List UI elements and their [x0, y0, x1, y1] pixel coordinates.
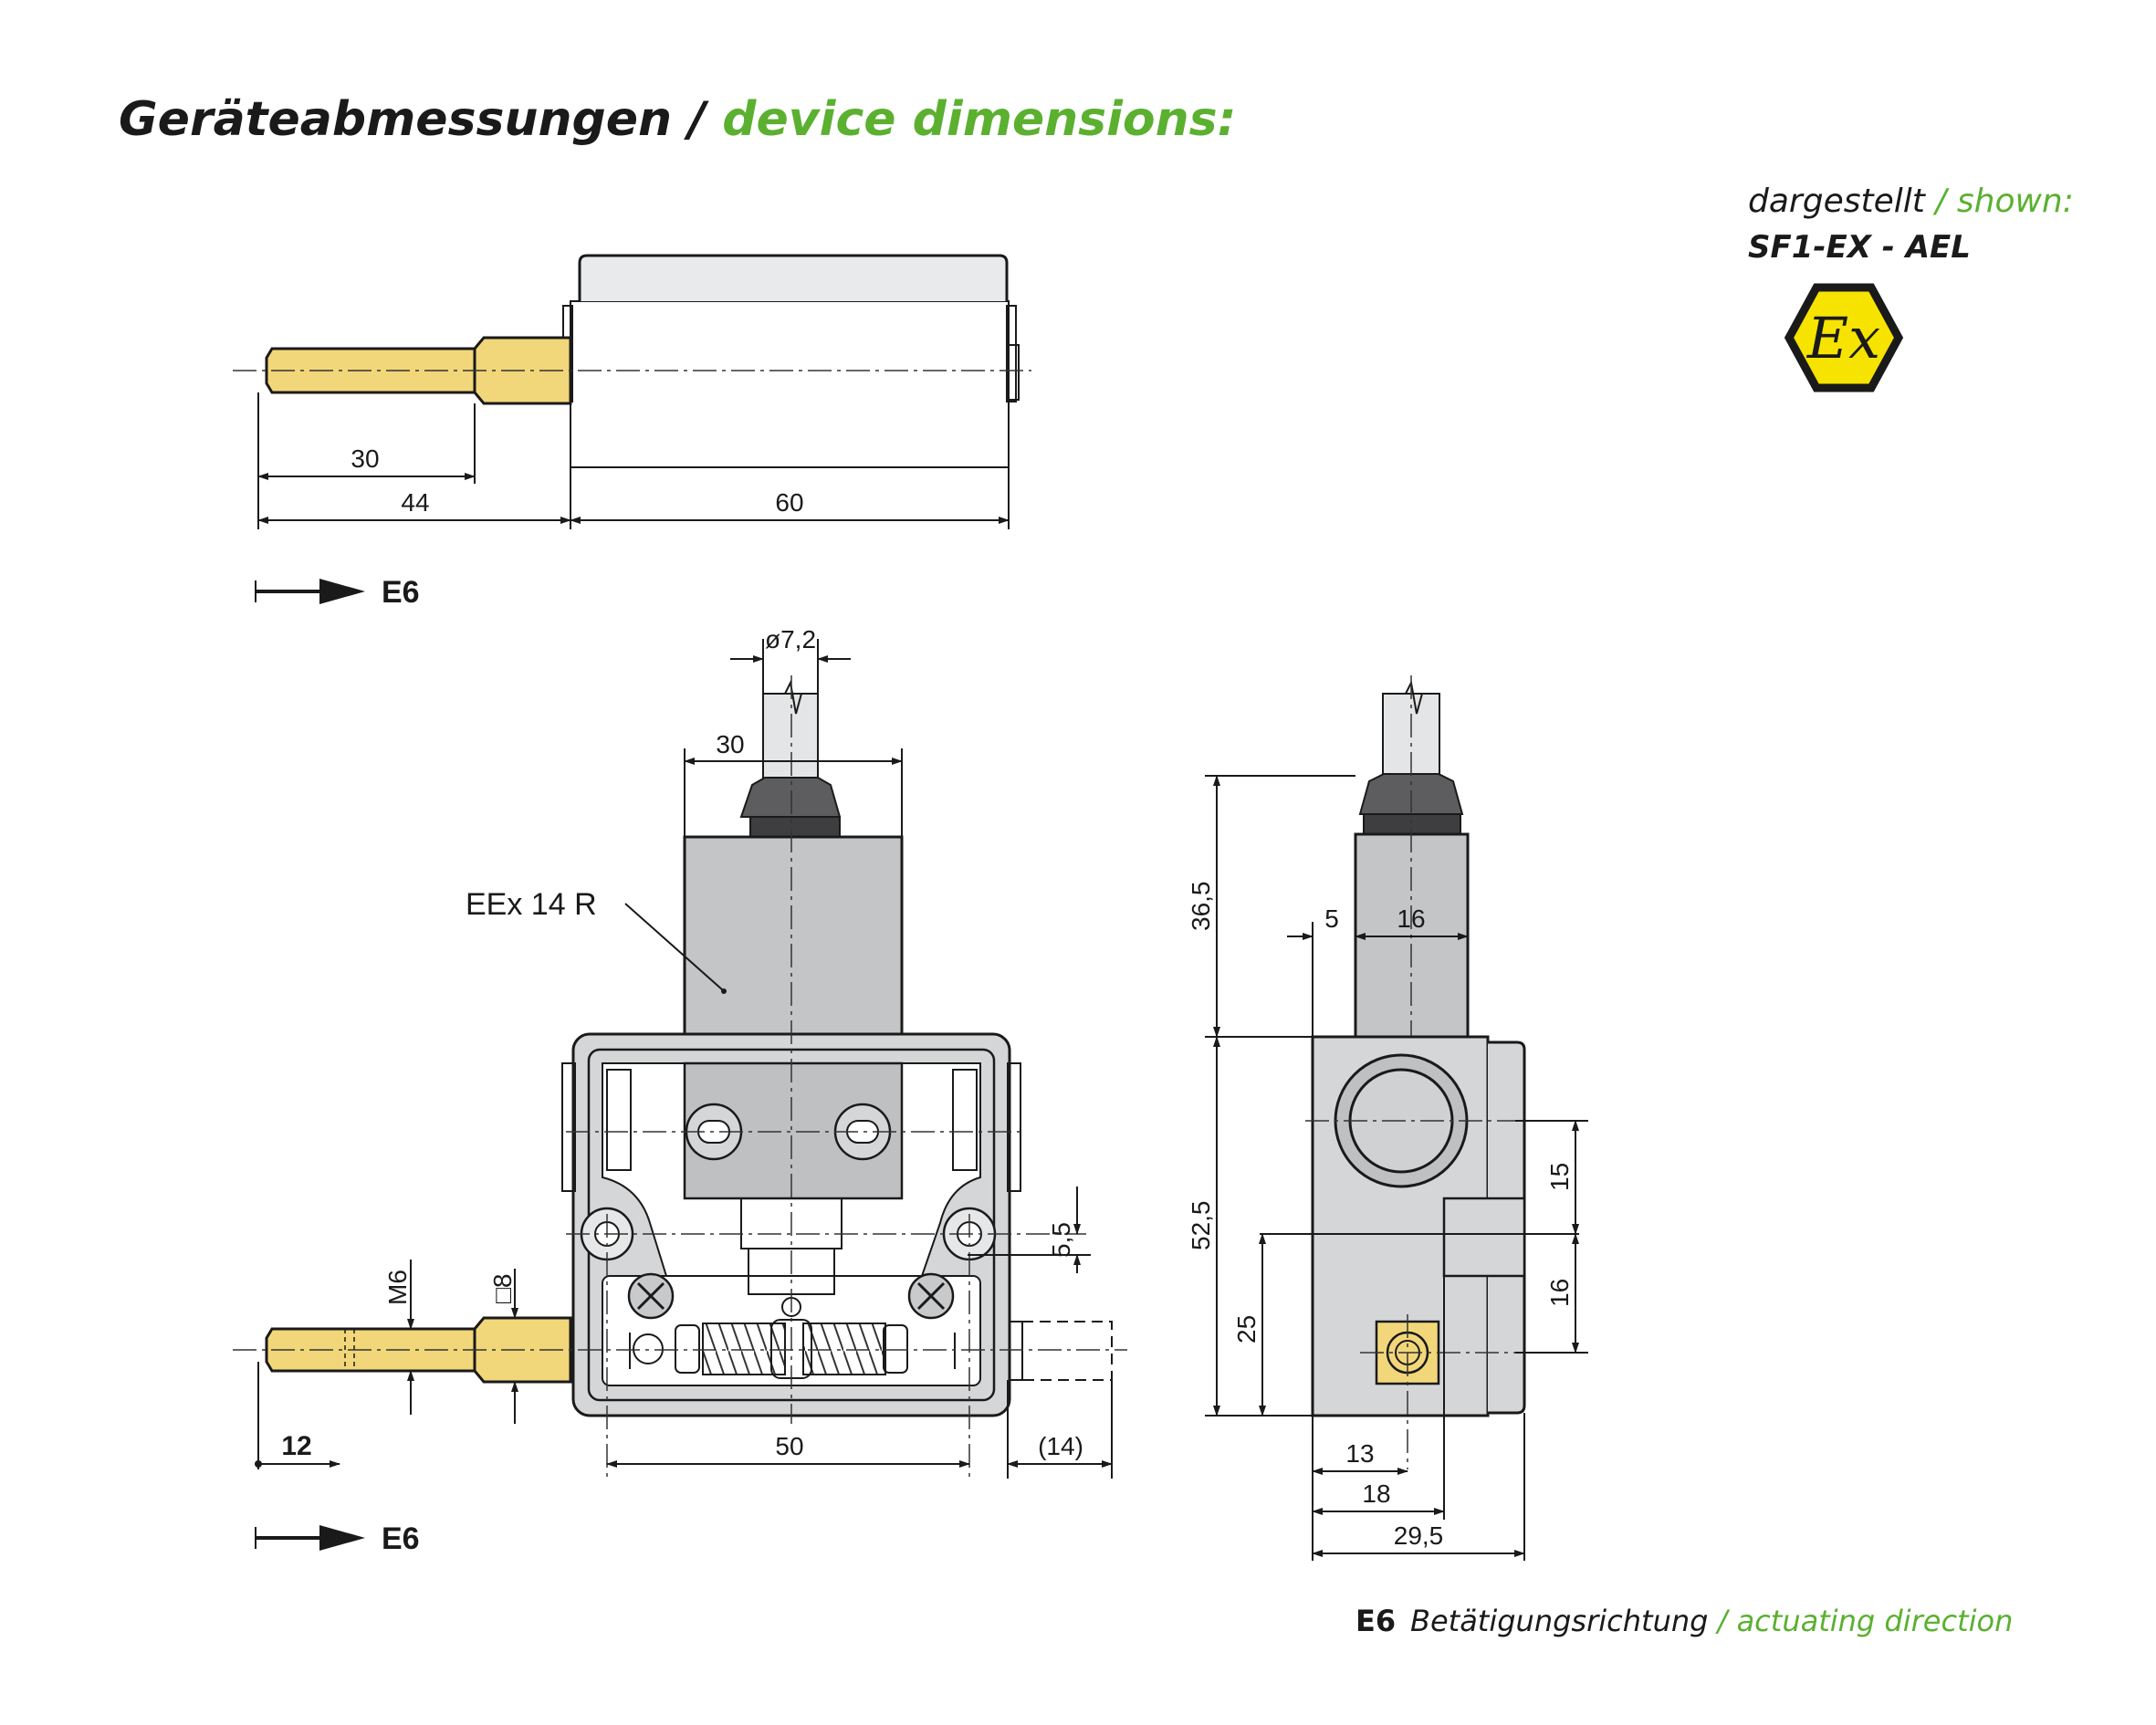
top-housing	[570, 300, 1010, 468]
shown-sep: /	[1925, 183, 1957, 220]
top-rear-plunger	[1007, 344, 1020, 401]
top-cover	[578, 254, 1009, 301]
dim-width-30: 30	[716, 730, 744, 758]
dim-25: 25	[1232, 1315, 1261, 1343]
side-view: 36,5 52,5 25 5 16 15 16 13 18 29,5	[1187, 675, 1588, 1561]
dim-16-side: 16	[1545, 1279, 1574, 1307]
dim-thread-m6: M6	[383, 1270, 412, 1305]
dim-14: (14)	[1038, 1432, 1083, 1460]
page-title: Geräteabmessungen / device dimensions:	[119, 92, 1236, 147]
title-de: Geräteabmessungen	[119, 92, 672, 147]
title-separator: /	[672, 92, 722, 147]
cable	[762, 693, 819, 788]
direction-arrow-icon	[319, 579, 365, 604]
terminal-screw-left-icon	[627, 1272, 675, 1320]
shown-en: shown:	[1957, 183, 2074, 220]
dim-30: 30	[351, 444, 379, 473]
direction-label-front: E6	[382, 1521, 420, 1556]
dim-5: 5	[1324, 904, 1339, 933]
spring-left	[702, 1322, 786, 1375]
spring-right	[802, 1322, 886, 1375]
ex-hexagon-icon: Ex	[1784, 283, 1904, 392]
dim-60: 60	[775, 488, 803, 517]
gland-cap	[739, 777, 842, 818]
terminal-screw-right-icon	[907, 1272, 955, 1320]
dim-square-8: □8	[488, 1274, 517, 1303]
model-label: SF1-EX - AEL	[1748, 229, 1971, 266]
front-view: ø7,2 30 EEx 14 R M6 □8 5,5 12 50	[233, 625, 1127, 1556]
shown-label: dargestellt / shown:	[1748, 183, 2074, 220]
legend-sep: /	[1708, 1604, 1736, 1638]
dim-16-top: 16	[1397, 904, 1425, 933]
shown-de: dargestellt	[1748, 183, 1927, 220]
title-en: device dimensions:	[722, 92, 1236, 147]
top-plunger	[265, 347, 484, 394]
legend-text: Betätigungsrichtung / actuating directio…	[1410, 1604, 2013, 1638]
dim-18: 18	[1362, 1479, 1390, 1508]
cable-gland-body	[683, 835, 904, 1040]
dim-44: 44	[401, 488, 429, 517]
plunger-travel-outline	[1021, 1321, 1113, 1381]
dim-50: 50	[775, 1432, 803, 1460]
dim-diameter: ø7,2	[765, 625, 816, 653]
legend-en: actuating direction	[1737, 1604, 2014, 1638]
dim-36-5: 36,5	[1187, 882, 1215, 932]
top-view: 30 44 60 E6	[233, 254, 1031, 610]
dim-5-5: 5,5	[1047, 1222, 1075, 1258]
dim-12: 12	[281, 1431, 311, 1461]
ex-symbol: Ex	[1806, 305, 1880, 371]
dim-52-5: 52,5	[1187, 1201, 1215, 1251]
direction-arrow-icon	[319, 1525, 365, 1551]
legend-code: E6	[1355, 1604, 1396, 1638]
legend-de: Betätigungsrichtung	[1410, 1604, 1708, 1638]
direction-label-top: E6	[382, 575, 420, 610]
dim-13: 13	[1345, 1439, 1374, 1468]
dim-15: 15	[1545, 1163, 1574, 1191]
dim-29-5: 29,5	[1394, 1521, 1444, 1550]
cable-gland-label: EEx 14 R	[466, 887, 597, 922]
front-plunger	[265, 1327, 484, 1373]
